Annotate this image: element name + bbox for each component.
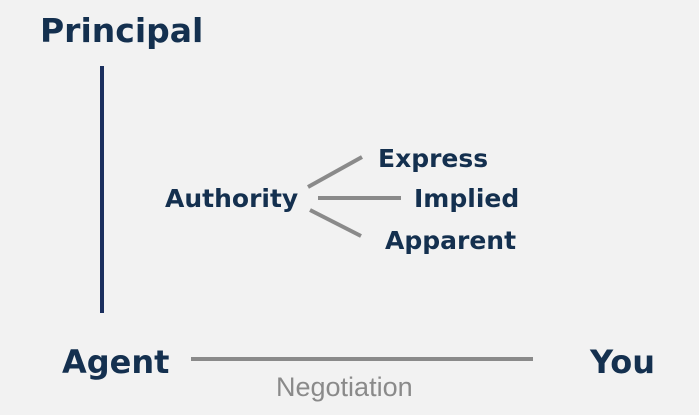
express-label: Express <box>378 144 489 173</box>
authority-label: Authority <box>165 184 299 213</box>
you-label: You <box>590 343 655 381</box>
agent-label: Agent <box>62 343 170 381</box>
principal-label: Principal <box>40 11 204 50</box>
apparent-label: Apparent <box>385 226 517 255</box>
negotiation-label: Negotiation <box>276 372 413 402</box>
authority-express-branch <box>307 155 363 189</box>
authority-apparent-branch <box>309 208 362 238</box>
implied-label: Implied <box>414 184 520 213</box>
